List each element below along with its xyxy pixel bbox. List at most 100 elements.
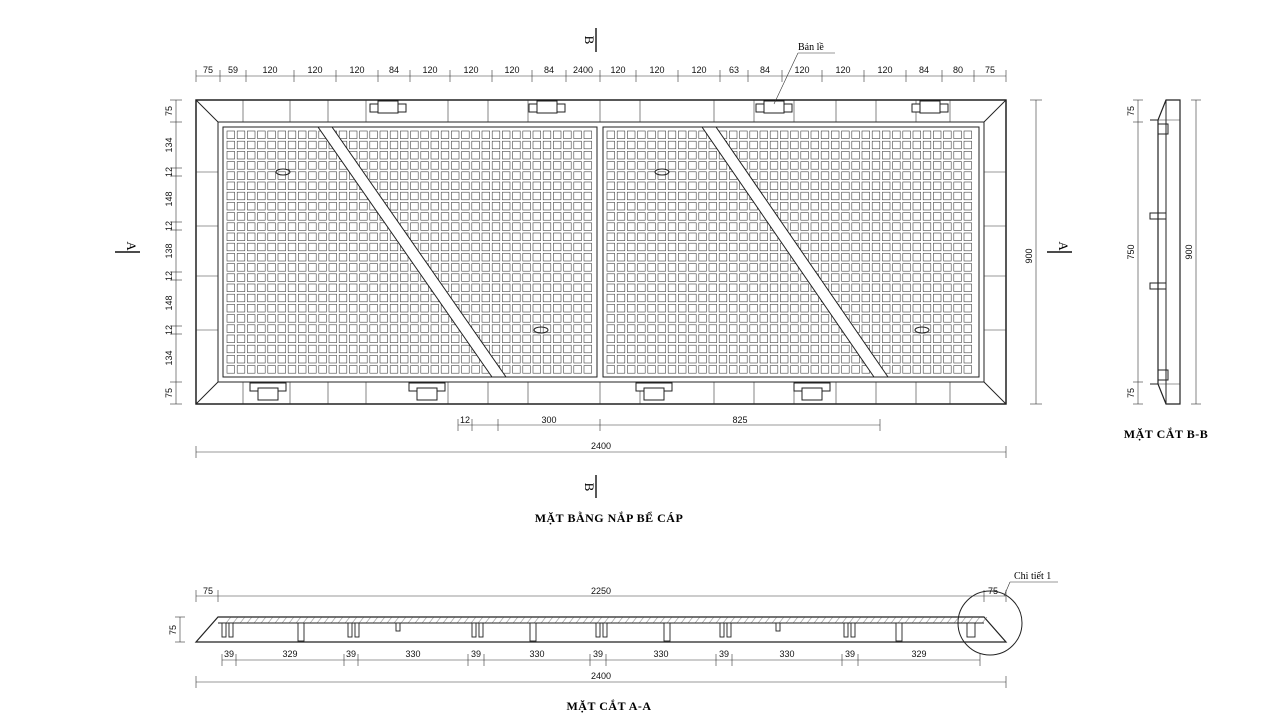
grid-cell	[729, 202, 738, 211]
grid-cell	[338, 191, 348, 201]
grid-cell	[739, 242, 748, 252]
grid-cell	[647, 232, 656, 241]
grid-cell	[298, 273, 307, 282]
grid-cell	[298, 140, 307, 150]
grid-cell	[298, 242, 307, 252]
grid-cell	[759, 130, 768, 139]
grid-cell	[718, 324, 728, 333]
grid-cell	[257, 304, 266, 313]
grid-cell	[512, 253, 521, 262]
grid-cell	[553, 151, 562, 160]
grid-cell	[902, 273, 911, 282]
grid-cell	[820, 232, 830, 241]
grid-cell	[451, 161, 460, 170]
grid-cell	[308, 314, 317, 323]
grid-cell	[298, 130, 307, 139]
grid-cell	[410, 171, 419, 180]
grid-cell	[359, 334, 368, 343]
grid-cell	[298, 161, 307, 170]
grid-cell	[573, 202, 582, 211]
grid-cell	[226, 304, 235, 313]
grid-cell	[851, 202, 860, 211]
grid-cell	[267, 334, 276, 343]
grid-cell	[379, 130, 388, 139]
grid-cell	[440, 273, 450, 282]
grid-cell	[698, 130, 707, 139]
grid-cell	[810, 161, 819, 170]
grid-cell	[267, 202, 276, 211]
grid-cell	[532, 263, 541, 272]
grid-cell	[226, 212, 235, 221]
grid-cell	[308, 181, 317, 190]
top-dim-label: 75	[985, 65, 995, 75]
grid-cell	[963, 283, 972, 292]
grid-cell	[502, 263, 511, 272]
grid-cell	[267, 130, 276, 139]
grid-cell	[236, 344, 246, 354]
grid-cell	[688, 161, 697, 170]
grid-cell	[616, 334, 626, 343]
grid-cell	[430, 202, 439, 211]
top-dim-label: 84	[919, 65, 929, 75]
grid-cell	[226, 253, 235, 262]
grid-cell	[349, 304, 358, 313]
grid-cell	[739, 283, 748, 292]
grid-cell	[718, 293, 728, 303]
grid-cell	[359, 365, 368, 374]
hinge	[528, 100, 566, 114]
grid-cell	[563, 242, 572, 252]
grid-cell	[820, 365, 830, 374]
grid-cell	[657, 140, 666, 150]
grid-cell	[573, 263, 582, 272]
grid-cell	[349, 355, 358, 364]
grid-cell	[637, 222, 646, 231]
grid-cell	[522, 314, 531, 323]
grid-cell	[790, 293, 799, 303]
grid-cell	[912, 344, 921, 354]
grid-cell	[461, 181, 470, 190]
grid-cell	[369, 151, 378, 160]
grid-cell	[542, 222, 552, 231]
rib	[221, 622, 227, 638]
grid-cell	[882, 191, 891, 201]
grid-cell	[820, 171, 830, 180]
grid-cell	[933, 365, 942, 374]
grid-cell	[553, 314, 562, 323]
grid-cell	[953, 324, 962, 333]
grid-cell	[267, 222, 276, 231]
grid-cell	[563, 355, 572, 364]
grid-cell	[871, 130, 881, 139]
grid-cell	[359, 161, 368, 170]
grid-cell	[749, 355, 758, 364]
grid-cell	[532, 314, 541, 323]
grid-cell	[902, 355, 911, 364]
grid-cell	[491, 161, 501, 170]
grid-cell	[287, 253, 297, 262]
grid-cell	[491, 232, 501, 241]
grid-cell	[410, 130, 419, 139]
grid-cell	[953, 171, 962, 180]
grid-cell	[491, 304, 501, 313]
grid-cell	[328, 181, 337, 190]
grid-cell	[902, 151, 911, 160]
grid-cell	[389, 334, 399, 343]
grid-cell	[226, 181, 235, 190]
grid-cell	[471, 293, 480, 303]
grid-cell	[647, 334, 656, 343]
grid-cell	[708, 202, 717, 211]
grid-cell	[298, 232, 307, 241]
grid-cell	[563, 334, 572, 343]
grid-cell	[637, 355, 646, 364]
grid-cell	[226, 263, 235, 272]
grid-cell	[226, 151, 235, 160]
grid-cell	[563, 304, 572, 313]
grid-cell	[627, 161, 636, 170]
grid-cell	[882, 171, 891, 180]
grid-cell	[430, 365, 439, 374]
grid-cell	[298, 365, 307, 374]
grid-cell	[267, 314, 276, 323]
grid-cell	[502, 191, 511, 201]
grid-cell	[647, 283, 656, 292]
grid-cell	[882, 212, 891, 221]
grid-cell	[522, 232, 531, 241]
